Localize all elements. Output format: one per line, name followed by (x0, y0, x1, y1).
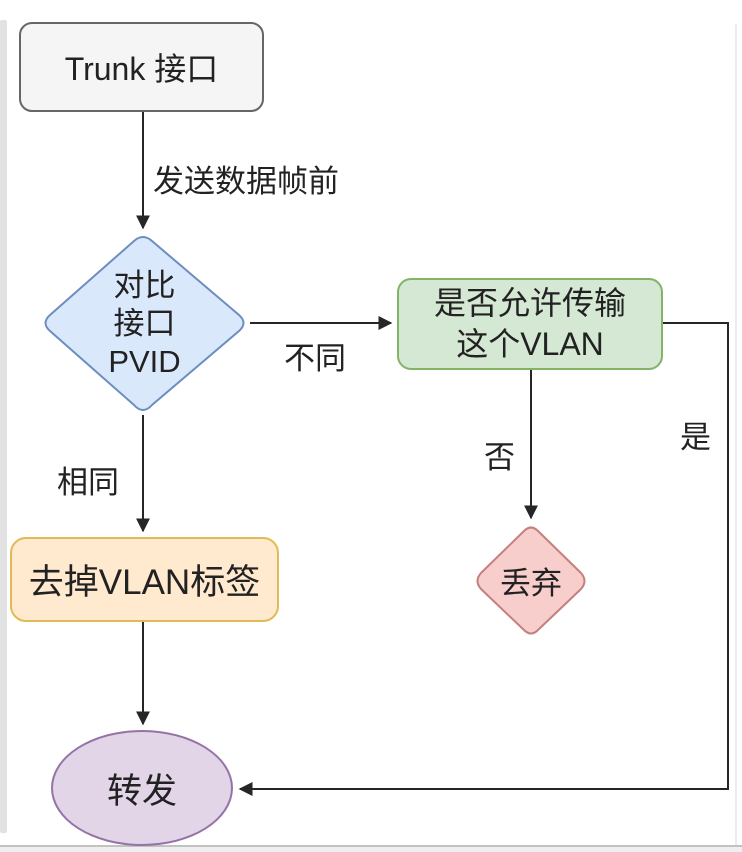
page-right-edge-line (735, 24, 737, 845)
node-discard-label: 丢弃 (500, 565, 562, 601)
node-compare-pvid: 对比 接口 PVID (41, 233, 248, 415)
node-trunk-label: Trunk 接口 (64, 51, 219, 87)
node-strip-label: 去掉VLAN标签 (28, 563, 261, 602)
node-compare-line1: 对比 (113, 268, 176, 303)
page-left-edge-bar (0, 20, 7, 833)
edge-label-before-send: 发送数据帧前 (153, 164, 339, 199)
node-compare-line3: PVID (108, 344, 181, 379)
node-forward: 转发 (51, 730, 233, 846)
node-allow-line2: 这个VLAN (456, 326, 604, 362)
node-forward-label: 转发 (106, 771, 177, 811)
page-bottom-strip (0, 845, 742, 852)
edge-label-same: 相同 (57, 465, 119, 500)
node-allow-line1: 是否允许传输 (433, 285, 626, 321)
node-strip-vlan-tag: 去掉VLAN标签 (10, 537, 279, 622)
node-compare-line2: 接口 (113, 306, 176, 341)
compare-pvid-diamond-shape (44, 236, 245, 411)
node-discard: 丢弃 (474, 524, 588, 636)
edge-allow-to-forward (238, 322, 729, 796)
discard-diamond-shape (476, 526, 586, 635)
edge-label-different: 不同 (284, 341, 346, 376)
edge-label-yes: 是 (680, 420, 711, 455)
edge-label-no: 否 (484, 440, 515, 475)
node-allow-vlan: 是否允许传输 这个VLAN (397, 278, 663, 370)
node-trunk-interface: Trunk 接口 (19, 22, 264, 112)
